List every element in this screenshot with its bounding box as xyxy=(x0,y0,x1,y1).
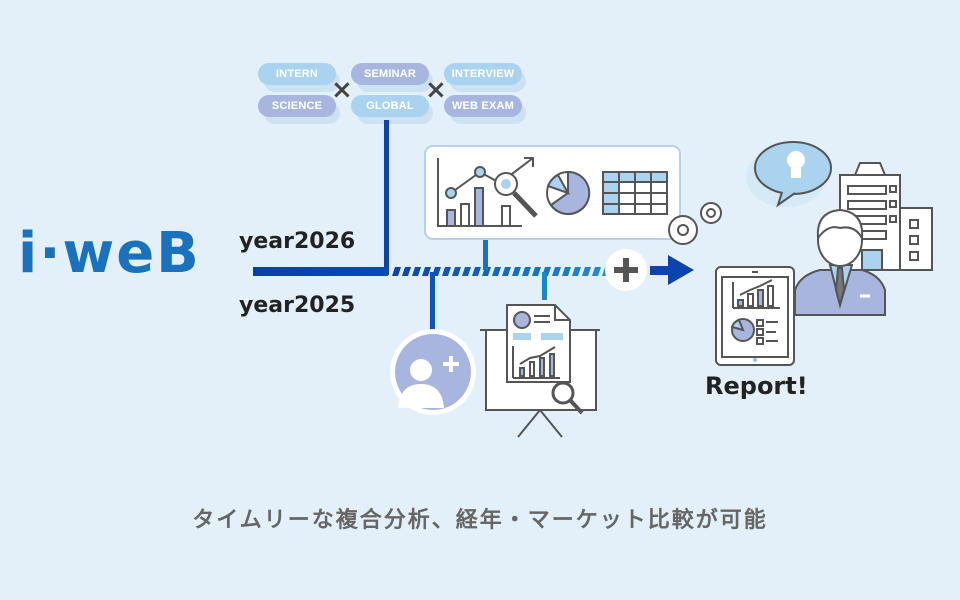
timeline-dash xyxy=(512,267,521,276)
timeline-dash xyxy=(472,267,481,276)
timeline-dash xyxy=(412,267,421,276)
tag-intern: INTERN xyxy=(258,63,340,92)
idea-bubble-icon xyxy=(746,141,832,208)
report-document-icon xyxy=(506,304,584,415)
year-current-label: year2026 xyxy=(239,229,356,254)
caption-text: タイムリーな複合分析、経年・マーケット比較が可能 xyxy=(192,508,768,533)
timeline-dash xyxy=(462,267,471,276)
iweb-logo: i·weB xyxy=(18,221,201,286)
tag-global: GLOBAL xyxy=(351,95,433,124)
timeline-dash xyxy=(422,267,431,276)
timeline-dashed xyxy=(392,267,611,276)
tag-science: SCIENCE xyxy=(258,95,340,124)
timeline-dash xyxy=(442,267,451,276)
timeline-dash xyxy=(402,267,411,276)
tablet-report-icon xyxy=(715,266,795,366)
gears-icon xyxy=(668,202,722,245)
tag-web-exam: WEB EXAM xyxy=(444,95,526,124)
connector-analysis xyxy=(483,238,488,270)
timeline-dash xyxy=(492,267,501,276)
report-label: Report! xyxy=(705,372,808,400)
tag-seminar: SEMINAR xyxy=(351,63,433,92)
table-icon xyxy=(602,171,668,215)
timeline-dash xyxy=(562,267,571,276)
timeline-dash xyxy=(502,267,511,276)
add-user-icon xyxy=(390,329,476,415)
timeline-dash xyxy=(532,267,541,276)
timeline-dash xyxy=(572,267,581,276)
analysis-card xyxy=(424,145,681,240)
pie-chart-icon xyxy=(546,170,591,215)
timeline-solid xyxy=(253,267,388,276)
timeline-dash xyxy=(582,267,591,276)
timeline-dash xyxy=(552,267,561,276)
timeline-dash xyxy=(522,267,531,276)
timeline-dash xyxy=(452,267,461,276)
tags-connector xyxy=(384,120,389,275)
arrow-right-icon xyxy=(650,255,694,285)
multiply-icon: × xyxy=(425,75,447,105)
connector-user xyxy=(430,272,435,334)
businessman-icon xyxy=(794,208,886,316)
tag-interview: INTERVIEW xyxy=(444,63,526,92)
plus-icon xyxy=(605,249,647,291)
connector-presentation xyxy=(542,272,547,300)
timeline-dash xyxy=(592,267,601,276)
timeline-dash xyxy=(392,267,401,276)
year-previous-label: year2025 xyxy=(239,293,356,318)
multiply-icon: × xyxy=(331,75,353,105)
line-bar-chart-icon xyxy=(437,157,538,227)
